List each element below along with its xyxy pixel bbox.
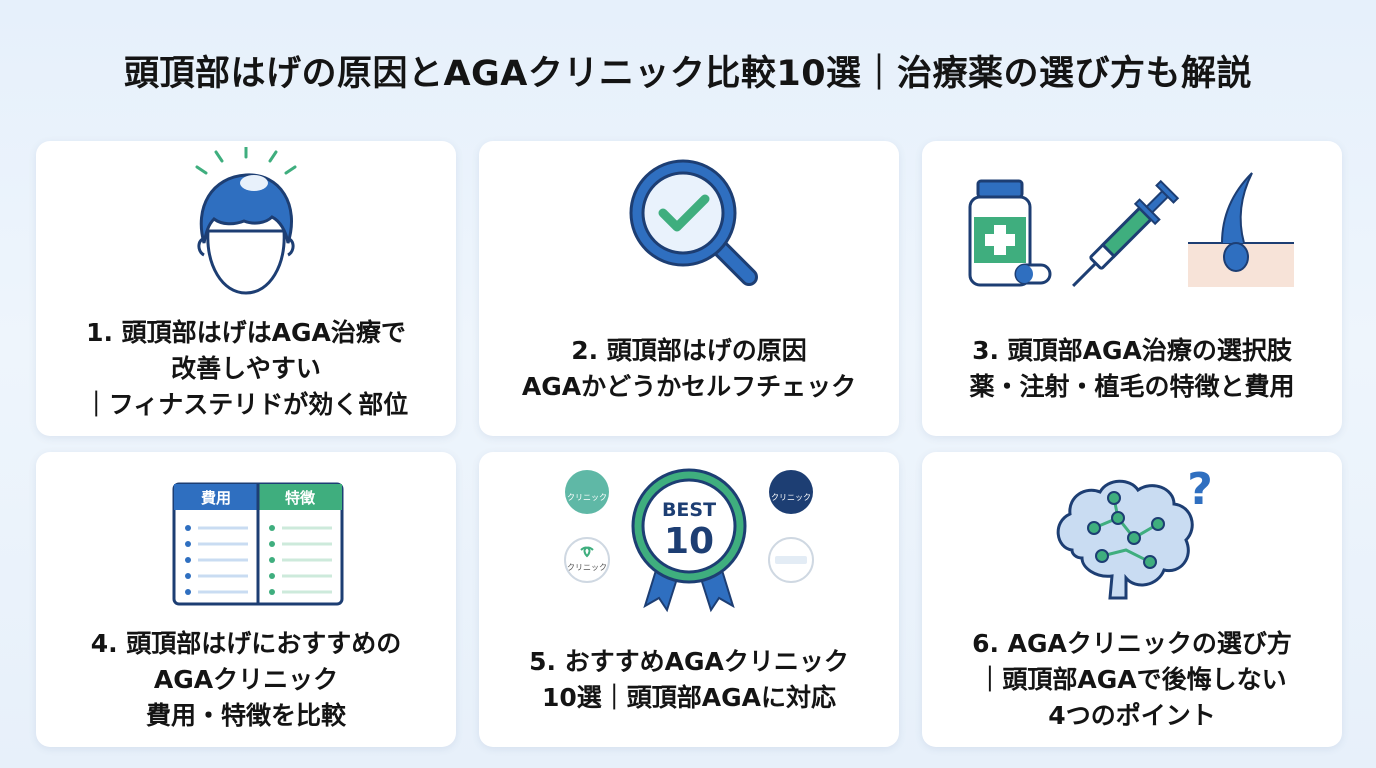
- badge-number-text: 10: [664, 521, 714, 562]
- table-header-feature: 特徴: [285, 489, 316, 507]
- best10-badge-icon: クリニック クリニック クリニック: [479, 458, 899, 618]
- card-topic-3[interactable]: 3. 頭頂部AGA治療の選択肢 薬・注射・植毛の特徴と費用: [922, 141, 1342, 436]
- card-label-line: AGAクリニック: [153, 665, 339, 694]
- card-grid: 1. 頭頂部はげはAGA治療で 改善しやすい ｜フィナステリドが効く部位 2. …: [36, 141, 1342, 747]
- treatment-options-icon: [922, 147, 1342, 307]
- card-label: 3. 頭頂部AGA治療の選択肢 薬・注射・植毛の特徴と費用: [922, 309, 1342, 429]
- card-label-line: AGAかどうかセルフチェック: [521, 372, 857, 401]
- card-label: 1. 頭頂部はげはAGA治療で 改善しやすい ｜フィナステリドが効く部位: [36, 309, 456, 429]
- pill-bottle-icon: [968, 179, 1052, 287]
- svg-text:クリニック: クリニック: [567, 563, 607, 572]
- card-label-line: ｜頭頂部AGAで後悔しない: [977, 665, 1287, 694]
- syringe-icon: [1072, 179, 1180, 287]
- magnifier-check-icon: [479, 147, 899, 307]
- card-label-line: 1. 頭頂部はげはAGA治療で: [86, 318, 406, 347]
- question-mark-icon: ?: [1187, 464, 1213, 515]
- clinic-logo: [768, 537, 814, 583]
- brain-question-icon: ?: [922, 458, 1342, 618]
- card-label: 4. 頭頂部はげにおすすめの AGAクリニック 費用・特徴を比較: [36, 620, 456, 740]
- badge-best-text: BEST: [662, 499, 716, 521]
- card-label-line: ｜フィナステリドが効く部位: [83, 390, 409, 419]
- card-label-line: 改善しやすい: [171, 354, 321, 383]
- comparison-table-icon: 費用 特徴: [36, 458, 456, 618]
- card-label: 2. 頭頂部はげの原因 AGAかどうかセルフチェック: [479, 309, 899, 429]
- svg-text:クリニック: クリニック: [567, 493, 607, 502]
- card-topic-6[interactable]: ? 6. AGAクリニックの選び方 ｜頭頂部AGAで後悔しない 4つのポイント: [922, 452, 1342, 747]
- svg-text:クリニック: クリニック: [771, 493, 811, 502]
- card-label-line: 4つのポイント: [1048, 701, 1216, 730]
- card-label-line: 10選｜頭頂部AGAに対応: [541, 683, 836, 712]
- page-title: 頭頂部はげの原因とAGAクリニック比較10選｜治療薬の選び方も解説: [123, 54, 1253, 94]
- card-label-line: 5. おすすめAGAクリニック: [529, 647, 849, 676]
- card-label-line: 3. 頭頂部AGA治療の選択肢: [972, 336, 1292, 365]
- card-topic-1[interactable]: 1. 頭頂部はげはAGA治療で 改善しやすい ｜フィナステリドが効く部位: [36, 141, 456, 436]
- hair-follicle-icon: [1188, 172, 1294, 287]
- card-label-line: 費用・特徴を比較: [145, 701, 346, 730]
- clinic-logo: クリニック: [565, 470, 609, 514]
- balding-head-icon: [36, 147, 456, 307]
- card-topic-4[interactable]: 費用 特徴 4. 頭頂部はげにおすすめの AGAクリニック 費用・特徴を比較: [36, 452, 456, 747]
- card-label-line: 2. 頭頂部はげの原因: [571, 336, 807, 365]
- card-label-line: 6. AGAクリニックの選び方: [972, 629, 1292, 658]
- clinic-logo: クリニック: [564, 537, 610, 583]
- card-label: 6. AGAクリニックの選び方 ｜頭頂部AGAで後悔しない 4つのポイント: [922, 620, 1342, 740]
- table-header-cost: 費用: [201, 489, 231, 507]
- card-topic-5[interactable]: クリニック クリニック クリニック: [479, 452, 899, 747]
- card-label: 5. おすすめAGAクリニック 10選｜頭頂部AGAに対応: [479, 620, 899, 740]
- card-label-line: 4. 頭頂部はげにおすすめの: [90, 629, 402, 658]
- clinic-logo: クリニック: [769, 470, 813, 514]
- card-label-line: 薬・注射・植毛の特徴と費用: [969, 372, 1295, 401]
- card-topic-2[interactable]: 2. 頭頂部はげの原因 AGAかどうかセルフチェック: [479, 141, 899, 436]
